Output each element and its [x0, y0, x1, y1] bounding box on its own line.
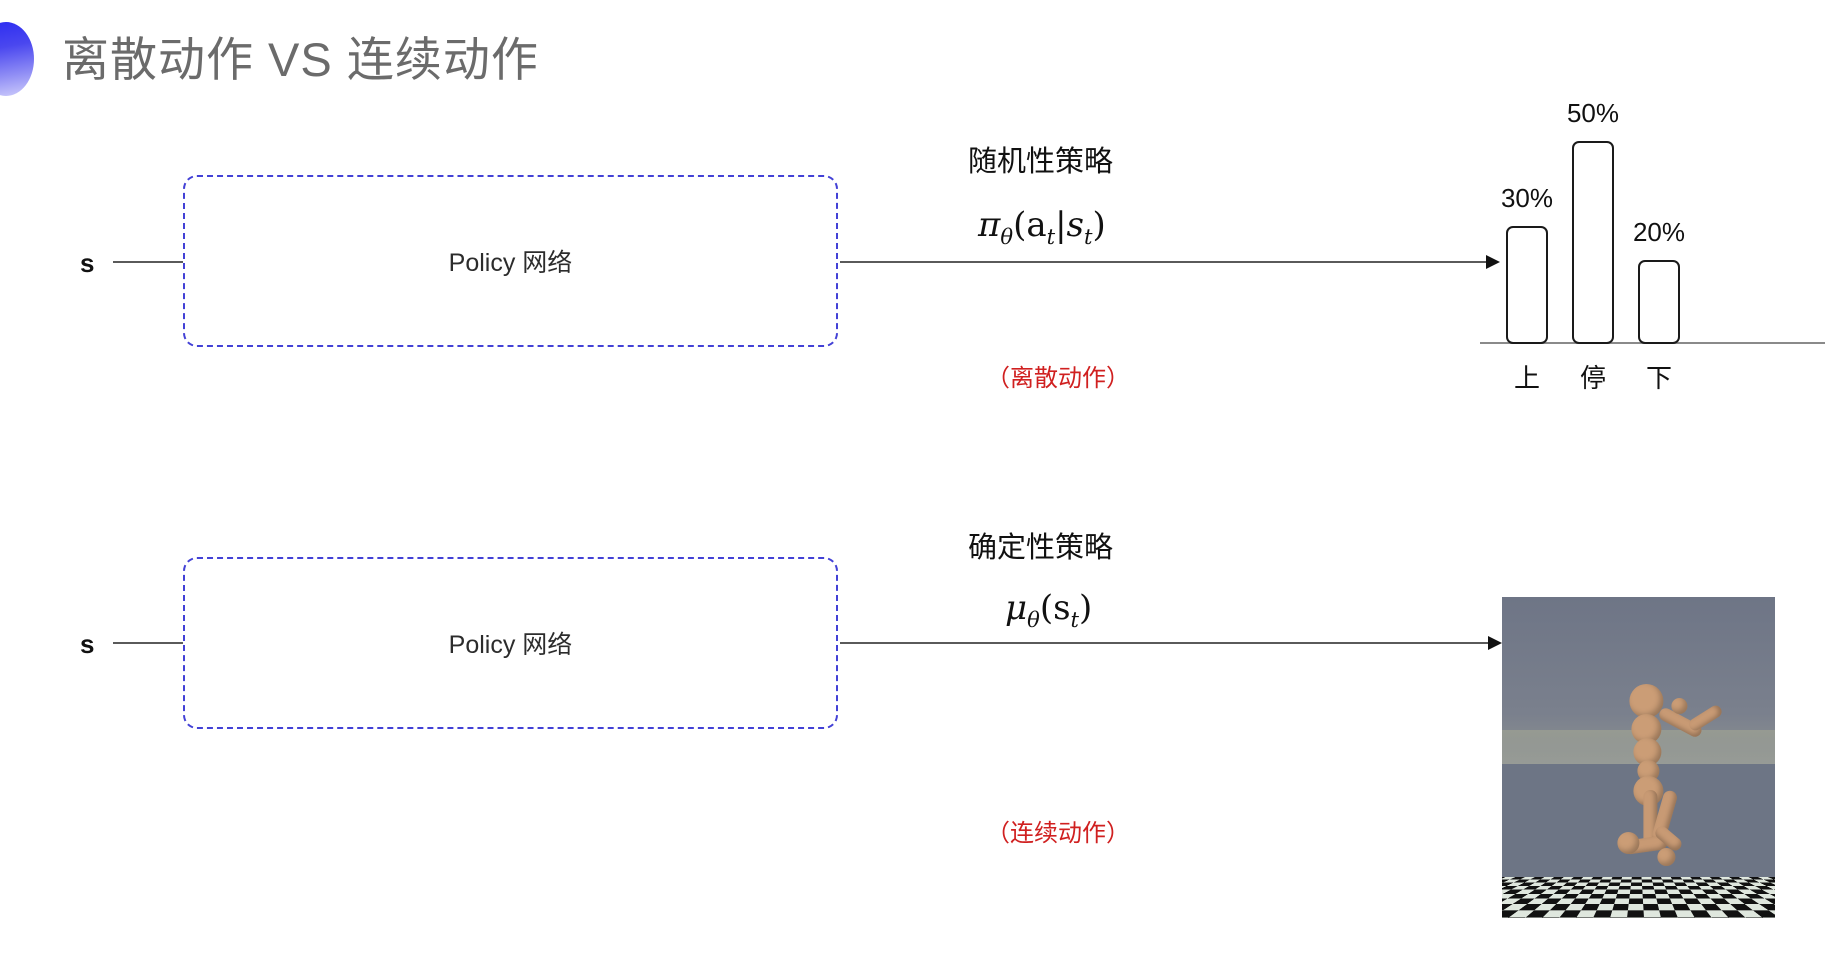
arrow-shaft — [840, 642, 1489, 644]
output-arrow-continuous — [840, 636, 1502, 650]
formula-close-paren: ) — [1079, 588, 1093, 628]
policy-network-box-discrete[interactable]: Policy 网络 — [183, 175, 838, 347]
formula-subscript-t1: t — [1046, 223, 1056, 249]
formula-pi: π — [978, 205, 1001, 245]
checkerboard-floor — [1502, 876, 1775, 918]
discrete-action-note: （离散动作） — [986, 365, 1130, 392]
bar-value-label-1: 50% — [1566, 98, 1620, 128]
formula-close-paren: ) — [1092, 205, 1106, 245]
slide-header: 离散动作 VS 连续动作 — [0, 0, 1846, 115]
formula-theta: θ — [1000, 223, 1014, 249]
deterministic-policy-formula: μθ(st) — [1005, 588, 1092, 632]
arrow-head-icon — [1486, 255, 1500, 269]
page-title: 离散动作 VS 连续动作 — [62, 33, 539, 86]
bar-rect-0 — [1506, 226, 1548, 344]
arrow-shaft — [840, 261, 1487, 263]
continuous-action-note: （连续动作） — [986, 820, 1130, 847]
bar-value-label-0: 30% — [1500, 183, 1554, 213]
title-bullet-icon — [0, 22, 34, 96]
formula-bar-s: |s — [1055, 205, 1084, 245]
bottom-strip — [0, 962, 1846, 966]
robot-foot-left — [1616, 832, 1639, 855]
stochastic-policy-formula: πθ(at|st) — [978, 205, 1106, 249]
formula-open-arg: (a — [1013, 205, 1047, 245]
formula-theta: θ — [1027, 606, 1040, 632]
bar-value-label-2: 20% — [1632, 217, 1686, 247]
robot-head — [1628, 684, 1663, 719]
stochastic-policy-caption: 随机性策略 — [968, 146, 1114, 178]
deterministic-policy-caption: 确定性策略 — [968, 532, 1114, 564]
policy-network-label-continuous: Policy 网络 — [448, 631, 573, 659]
formula-open-arg: (s — [1039, 588, 1071, 628]
bar-category-label-0: 上 — [1513, 363, 1540, 393]
robot-forearm — [1686, 703, 1724, 734]
state-input-label-discrete: s — [80, 248, 95, 278]
formula-mu: μ — [1005, 588, 1028, 628]
policy-network-label-discrete: Policy 网络 — [448, 249, 573, 277]
arrow-shaft — [113, 642, 190, 644]
formula-subscript-t1: t — [1070, 606, 1080, 632]
robot-hand — [1670, 698, 1687, 715]
bar-category-label-1: 停 — [1579, 363, 1606, 393]
bar-rect-1 — [1572, 141, 1614, 344]
robot-foot-right — [1656, 848, 1675, 867]
arrow-shaft — [113, 261, 190, 263]
arrow-head-icon — [1488, 636, 1502, 650]
bar-category-label-2: 下 — [1645, 363, 1672, 393]
humanoid-simulation-image — [1502, 597, 1775, 918]
humanoid-robot — [1605, 680, 1725, 880]
policy-network-box-continuous[interactable]: Policy 网络 — [183, 557, 838, 729]
bar-rect-2 — [1638, 260, 1680, 344]
formula-subscript-t2: t — [1084, 223, 1093, 249]
output-arrow-discrete — [840, 255, 1500, 269]
action-probability-bar-chart: 30% 上 50% 停 20% 下 — [1480, 90, 1825, 400]
state-input-label-continuous: s — [80, 629, 95, 659]
